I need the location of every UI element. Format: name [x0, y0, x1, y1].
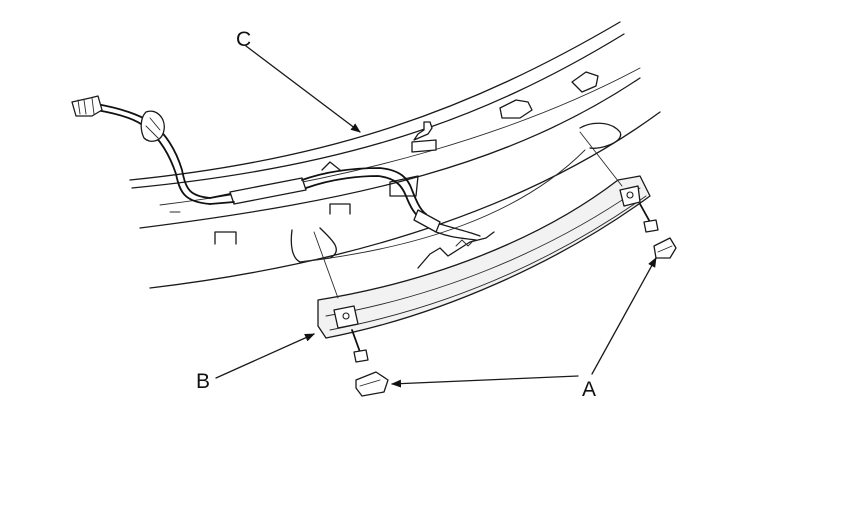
screw-boss-left	[333, 305, 359, 329]
screw-cap-right	[653, 237, 677, 259]
leader-lines	[215, 45, 657, 388]
tailgate-panel	[129, 21, 661, 289]
mounting-tab-2	[499, 99, 533, 119]
alignment-lines	[313, 131, 623, 299]
screw-left	[351, 329, 369, 363]
mounting-clip-2	[329, 203, 351, 215]
mounting-clip-3	[321, 161, 341, 171]
harness-connector	[71, 95, 103, 117]
wire-harness	[95, 103, 481, 241]
mounting-tab-3	[571, 71, 599, 93]
mounting-slot	[389, 175, 419, 197]
label-c: C	[236, 28, 251, 51]
screw-right	[639, 203, 659, 233]
mounting-clip-1	[214, 231, 237, 245]
label-a: A	[582, 378, 596, 401]
brake-light-housing	[317, 175, 651, 339]
mounting-tab-1	[411, 121, 437, 153]
label-b: B	[196, 370, 210, 393]
screw-boss-right	[619, 185, 641, 207]
screw-cap-left	[355, 371, 389, 397]
